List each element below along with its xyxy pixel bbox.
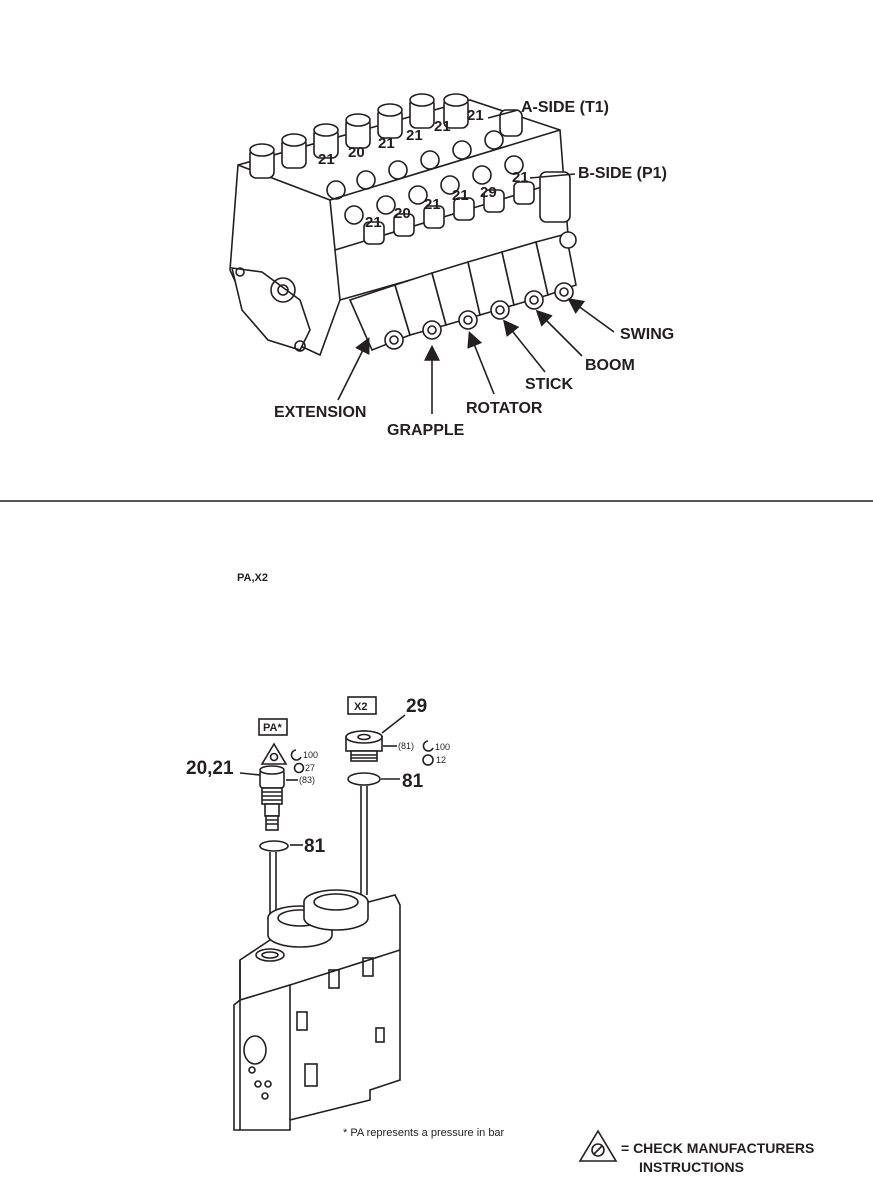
rotator-label: ROTATOR [466,400,543,417]
control-valve-illustration [229,93,577,357]
pa-torque: 100 [303,750,318,760]
callout-20-b: 20 [394,205,411,222]
x2-specs: (81) 100 12 [383,740,450,766]
pa-wrench: 27 [305,763,315,773]
legend: = CHECK MANUFACTURERS INSTRUCTIONS [578,1129,814,1175]
legend-line-2: INSTRUCTIONS [639,1159,744,1175]
rotator-arrow [467,331,495,395]
callout-21-b: 21 [434,118,451,135]
swing-label: SWING [620,326,674,343]
section-code: PA,X2 [237,572,268,584]
boom-arrow [535,309,583,357]
section-labels: SWING BOOM STICK ROTATOR GRAPPLE EXTENSI… [274,298,674,439]
b-side-leader [529,173,576,179]
x2-torque: 100 [435,742,450,752]
callout-21-i: 21 [365,214,382,231]
callout-21-a: 21 [467,107,484,124]
pa-ref: (83) [299,775,315,785]
item-81-right: 81 [402,771,424,792]
pa-specs: 100 27 (83) [286,749,318,785]
legend-line-1: = CHECK MANUFACTURERS [621,1140,814,1156]
grapple-label: GRAPPLE [387,422,465,439]
item-29-leader [381,714,406,734]
callout-21-f: 21 [512,169,529,186]
top-plugs [249,93,571,245]
pa-box-label: PA* [263,722,282,734]
boom-label: BOOM [585,357,635,374]
item-2021-label: 20,21 [186,758,234,779]
o-ring-left [259,840,289,852]
a-side-label: A-SIDE (T1) [521,99,609,116]
x2-ref: (81) [398,741,414,751]
warning-icon [260,742,288,765]
item-81-left: 81 [304,836,326,857]
callout-21-c: 21 [406,127,423,144]
footnote: * PA represents a pressure in bar [343,1127,505,1139]
spool-housings [348,231,577,352]
b-side-label: B-SIDE (P1) [578,165,667,182]
callout-21-h: 21 [424,196,441,213]
legend-warning-icon [578,1129,618,1162]
stick-label: STICK [525,376,573,393]
a-side-leader [487,109,519,119]
item-29-label: 29 [406,696,427,717]
side-labels: A-SIDE (T1) B-SIDE (P1) [487,99,667,182]
x2-hex: 12 [436,755,446,765]
plug-29 [345,730,383,762]
callout-29: 29 [480,184,497,201]
swing-arrow [567,298,615,333]
item-2021-leader [239,772,261,776]
callout-numbers: 21 21 21 21 21 20 21 21 21 29 21 20 [318,107,529,231]
callout-21-d: 21 [378,135,395,152]
x2-box-label: X2 [354,701,367,713]
extension-label: EXTENSION [274,404,366,421]
callout-21-g: 21 [452,187,469,204]
x2-box: X2 [347,696,377,715]
o-ring-right [347,772,381,786]
extension-arrow [337,337,370,401]
valve-section-block [233,889,401,1131]
callout-21-e: 21 [318,151,335,168]
pa-box: PA* [258,718,288,736]
relief-valve-cartridge [259,765,285,831]
callout-20-a: 20 [348,144,365,161]
stick-arrow [503,319,546,373]
